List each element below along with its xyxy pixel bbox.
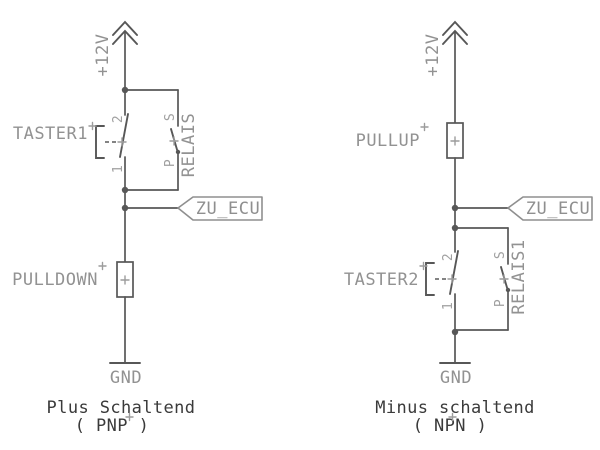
origin-cross <box>499 274 509 284</box>
origin-cross <box>98 261 107 271</box>
caption-line1: Minus schaltend <box>375 398 535 418</box>
switch-lever <box>119 113 129 158</box>
switch-lever <box>449 250 459 295</box>
pushbutton-actuator-icon <box>95 125 105 159</box>
pin-number-top: 2 <box>441 253 456 261</box>
supply-arrow-icon <box>442 20 468 45</box>
relay-pivot-dot <box>505 287 511 293</box>
origin-cross <box>420 122 429 132</box>
origin-cross <box>120 275 130 285</box>
supply-label: +12V <box>93 34 113 77</box>
pin-number-top: 2 <box>111 115 126 123</box>
origin-cross <box>419 261 428 271</box>
supply-arrow-icon <box>112 20 138 45</box>
left-circuit: +12V 2 1 TASTER1 S P RELAIS ZU_ECU PULL <box>12 20 263 436</box>
pushbutton-label: TASTER1 <box>13 124 88 144</box>
ground-label: GND <box>110 368 142 388</box>
origin-cross <box>448 412 457 422</box>
net-flag-label: ZU_ECU <box>526 199 590 219</box>
origin-cross <box>88 121 97 131</box>
pin-number-bottom: 1 <box>441 302 456 310</box>
caption-line2: ( NPN ) <box>413 416 487 436</box>
origin-cross <box>447 274 457 284</box>
net-flag <box>177 196 263 221</box>
relay-pivot-dot <box>175 149 181 155</box>
resistor-label: PULLUP <box>356 131 420 151</box>
junction-dot <box>121 186 129 194</box>
relay-label: RELAIS1 <box>509 239 529 314</box>
resistor-label: PULLDOWN <box>12 270 98 290</box>
pin-number-bottom: 1 <box>111 165 126 173</box>
origin-cross <box>117 137 127 147</box>
net-flag-label: ZU_ECU <box>196 199 260 219</box>
relay-pin-p: P <box>163 159 178 167</box>
caption-line1: Plus Schaltend <box>47 398 196 418</box>
origin-cross <box>169 136 179 146</box>
net-flag <box>507 196 593 221</box>
relay-label: RELAIS <box>179 113 199 177</box>
pushbutton-actuator-icon <box>425 262 435 296</box>
caption-line2: ( PNP ) <box>75 416 149 436</box>
right-circuit: +12V PULLUP ZU_ECU S P RELAIS1 2 1 TASTE… <box>344 20 593 436</box>
origin-cross <box>450 136 460 146</box>
ground-label: GND <box>440 368 472 388</box>
supply-label: +12V <box>423 34 443 77</box>
relay-pin-p: P <box>493 299 508 307</box>
relay-pin-s: S <box>493 251 508 259</box>
pushbutton-label: TASTER2 <box>344 270 419 290</box>
origin-cross <box>125 412 134 422</box>
relay-pin-s: S <box>163 113 178 121</box>
